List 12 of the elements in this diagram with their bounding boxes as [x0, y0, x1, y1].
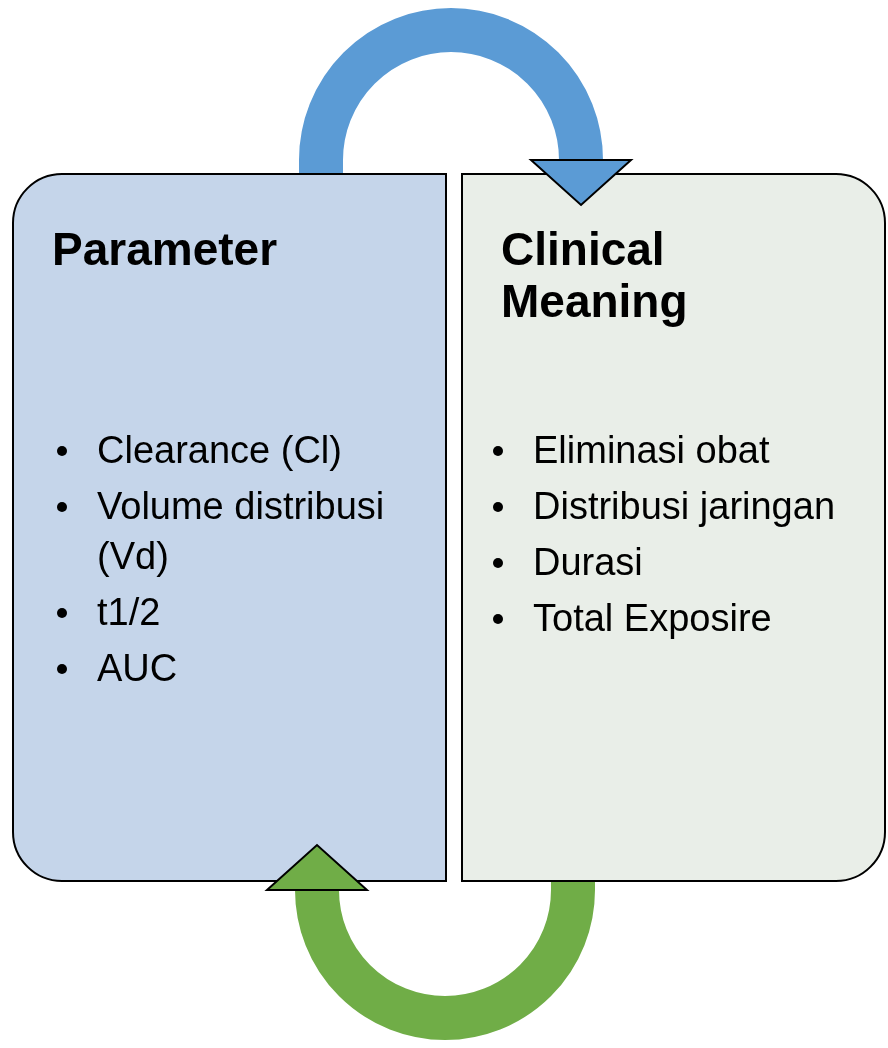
column-heading: Clinical Meaning — [501, 223, 689, 327]
bullet-text: Distribusi jaringan — [533, 484, 835, 529]
bullet-text: Volume distribusi (Vd) — [97, 484, 386, 579]
column-panel — [12, 173, 447, 882]
bullet-text: Eliminasi obat — [533, 428, 770, 473]
column-heading: Parameter — [52, 223, 279, 275]
bullet-text: Durasi — [533, 540, 643, 585]
bullet-text: t1/2 — [97, 590, 161, 635]
bullet-text: Clearance (Cl) — [97, 428, 342, 473]
bullet-text: AUC — [97, 646, 178, 691]
column-panel — [461, 173, 886, 882]
bullet-text: Total Exposire — [533, 596, 772, 641]
